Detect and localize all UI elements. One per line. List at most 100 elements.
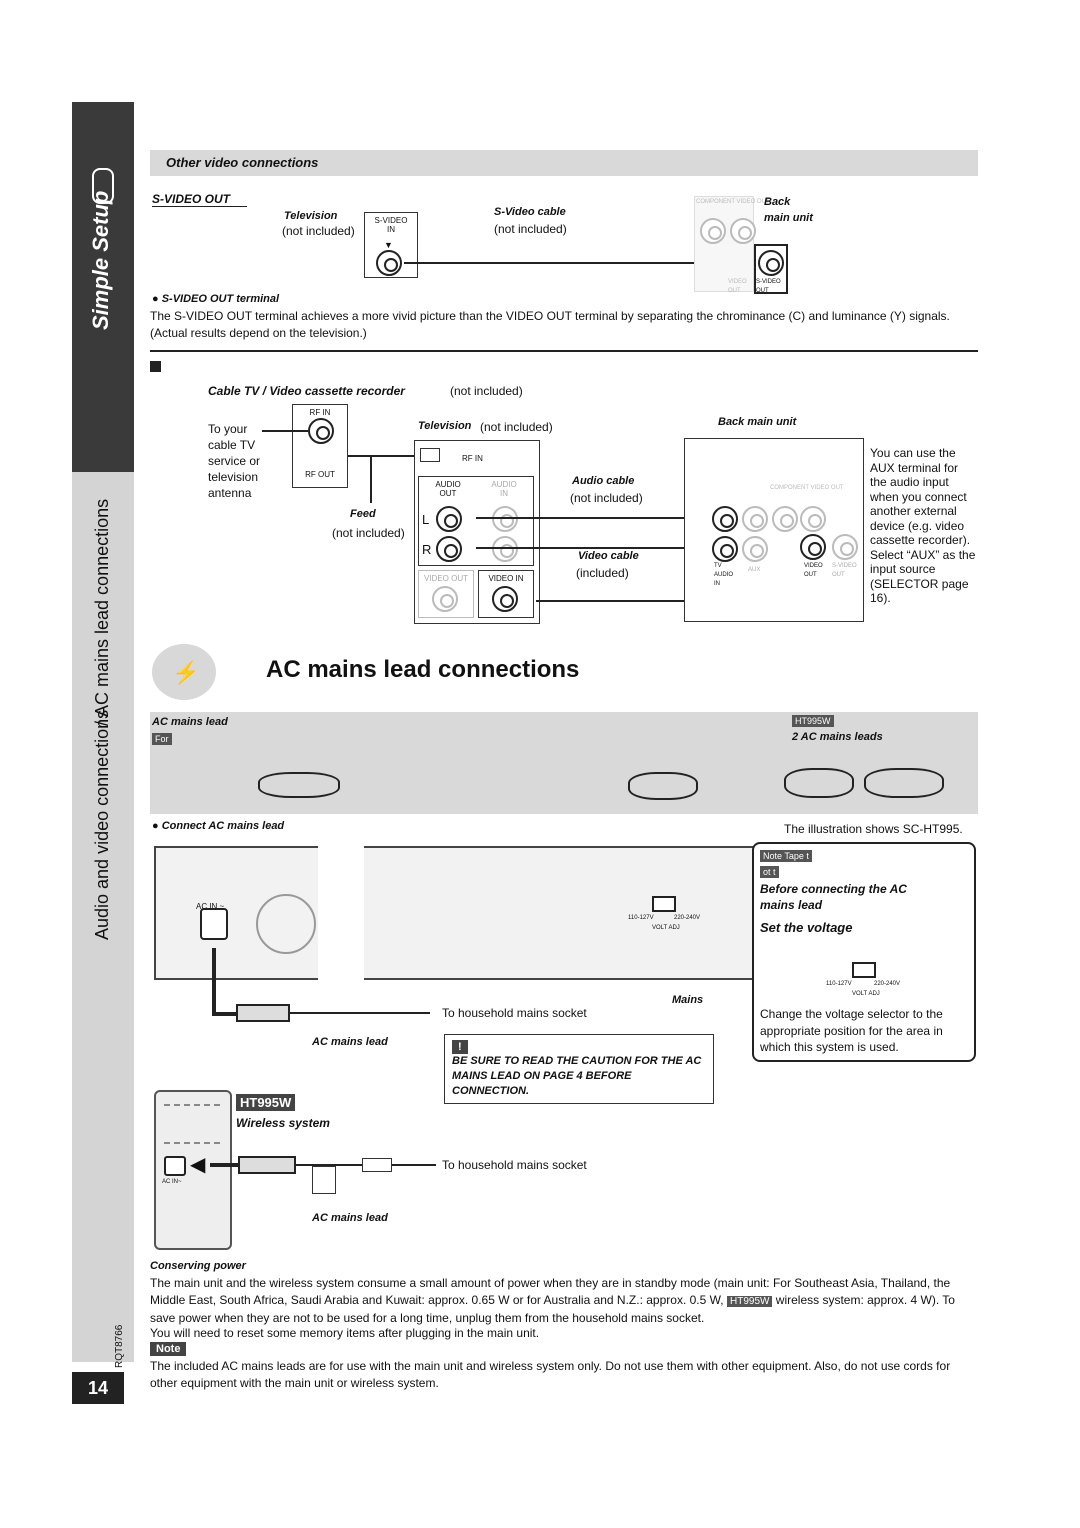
cable-video-label: Video cable (578, 550, 639, 562)
callout-text: Change the voltage selector to the appro… (760, 1007, 943, 1054)
svideo-not-included-2: (not included) (494, 222, 567, 236)
tv-audio-in-r-jack (492, 536, 518, 562)
svideo-jack-label: S-VIDEO IN (374, 216, 408, 234)
callout-volt-low: 110-127V (826, 981, 852, 987)
sidebar-strip (72, 102, 134, 472)
fan-grille (256, 894, 316, 954)
caution-text: BE SURE TO READ THE CAUTION FOR THE AC M… (452, 1055, 702, 1097)
doc-code: RQT8766 (114, 1324, 125, 1368)
ac-lead-icon-4 (864, 768, 944, 798)
main-panel-jack-3 (742, 506, 768, 532)
ac-lead-horizontal (212, 1012, 242, 1016)
svideo-panel-jack-1 (700, 218, 726, 244)
conserve-heading: Conserving power (150, 1260, 246, 1272)
tv-audio-in-l-jack (492, 506, 518, 532)
video-out-jack (800, 534, 826, 560)
panel-svideo-out: S-VIDEO OUT (832, 563, 857, 578)
ac-lead-icon-1 (258, 772, 340, 798)
svideo-tv-jack-box (364, 212, 418, 278)
cable-to-your-4: television (208, 470, 259, 484)
plug-icon: ⚡ (172, 660, 200, 685)
audio-cable-l (476, 517, 702, 519)
volt-high-label: 220-240V (674, 915, 701, 921)
tv-audio-out-r-jack (436, 536, 462, 562)
svideo-description: The S-VIDEO OUT terminal achieves a more… (150, 309, 950, 340)
svideo-out-jack (758, 250, 784, 276)
ac-connect-heading-text: Connect AC mains lead (161, 820, 285, 832)
cable-audio-not-included: (not included) (570, 491, 643, 505)
cable-to-your-5: antenna (208, 486, 252, 500)
callout-title-2: mains lead (760, 898, 823, 912)
ac-lead-plug (236, 1004, 290, 1022)
wireless-ac-in-label: AC IN~ (162, 1179, 182, 1185)
cable-to-your-2: cable TV (208, 438, 256, 452)
volt-switch (652, 896, 676, 912)
note-text: The included AC mains leads are for use … (150, 1359, 951, 1390)
svideo-cable-label: S-Video cable (494, 206, 566, 218)
ac-band-tag-right: HT995W (792, 715, 834, 727)
wireless-plug-end (362, 1158, 392, 1172)
cable-section-rule (150, 350, 978, 352)
cable-feed-label: Feed (350, 508, 376, 520)
ac-inlet (200, 908, 228, 940)
vcr-rf-out-label: RF OUT (305, 470, 335, 479)
tv-l-label: L (422, 512, 430, 527)
tv-audio-out-l-jack (436, 506, 462, 532)
callout-header: Note Tape t (760, 850, 812, 862)
caution-box (444, 1034, 714, 1104)
svideo-not-included-1: (not included) (282, 224, 355, 238)
ac-lead-label-2: AC mains lead (312, 1212, 388, 1224)
callout-volt-high: 220-240V (874, 981, 901, 987)
panel-tv-audio-in: TV AUDIO IN (714, 563, 734, 587)
svideo-sub-heading: S-VIDEO OUT (152, 192, 247, 207)
conserve-badge: HT995W (726, 1295, 773, 1307)
conserve-paragraph: The main unit and the wireless system co… (150, 1275, 978, 1327)
svideo-bullet-text: S-VIDEO OUT terminal (161, 293, 280, 305)
wireless-label: Wireless system (236, 1116, 330, 1130)
mains-label: Mains (672, 994, 704, 1006)
cable-to-your-3: service or (208, 454, 261, 468)
wireless-badge: HT995W (236, 1094, 296, 1111)
cable-side-note: You can use the AUX terminal for the aud… (870, 446, 976, 605)
cable-rf-not-included: (not included) (450, 384, 523, 398)
tv-r-label: R (422, 542, 432, 557)
svideo-panel-svideo-label: S-VIDEO OUT (756, 279, 781, 294)
section-label: Simple Setup (88, 190, 113, 330)
svideo-main-label-1: Back (764, 196, 791, 208)
tv-audio-in-label: AUDIO IN (491, 480, 517, 498)
wireless-vents (164, 1104, 220, 1144)
cable-feed-not-included: (not included) (332, 526, 405, 540)
cable-heading: Cable TV / Video cassette recorder (208, 384, 405, 398)
conserve-text-3: You will need to reset some memory items… (150, 1326, 540, 1340)
svideo-section-heading: Other video connections (166, 155, 319, 170)
tv-video-in-label: VIDEO IN (488, 574, 524, 583)
video-cable-link (536, 600, 814, 602)
ac-band-tag-right2: 2 AC mains leads (792, 731, 883, 743)
wireless-lead-plug (238, 1156, 296, 1174)
main-panel-jack-4 (742, 536, 768, 562)
vcr-rf-in-label: RF IN (309, 408, 331, 417)
cable-to-your-1: To your (208, 422, 248, 436)
ac-in-label: AC IN ~ (196, 902, 225, 911)
aux-audio-l-jack (712, 506, 738, 532)
page-number-box (72, 1372, 124, 1404)
volt-low-label: 110-127V (628, 915, 654, 921)
svideo-main-label-2: main unit (764, 212, 813, 224)
ac-lead-label-1: AC mains lead (312, 1036, 388, 1048)
component-pb-jack (800, 506, 826, 532)
tv-rf-plug (420, 448, 440, 462)
antenna-cable (262, 430, 308, 432)
svideo-bullet-heading: ● S-VIDEO OUT terminal (152, 293, 280, 305)
tv-video-out-label: VIDEO OUT (423, 574, 468, 583)
tv-video-out-jack (432, 586, 458, 612)
sidebar-strip-light (72, 472, 134, 1362)
vertical-title-1: Audio and video connections (92, 709, 112, 940)
svideo-panel-header: COMPONENT VIDEO OUT (696, 199, 770, 205)
wireless-adapter (312, 1166, 336, 1194)
ac-plug-icon (152, 644, 216, 700)
cable-section-square (150, 361, 161, 372)
connector-icon (92, 168, 114, 204)
main-unit-panel (684, 438, 864, 622)
component-y-jack (772, 506, 798, 532)
panel-video-out: VIDEO OUT (804, 563, 823, 578)
